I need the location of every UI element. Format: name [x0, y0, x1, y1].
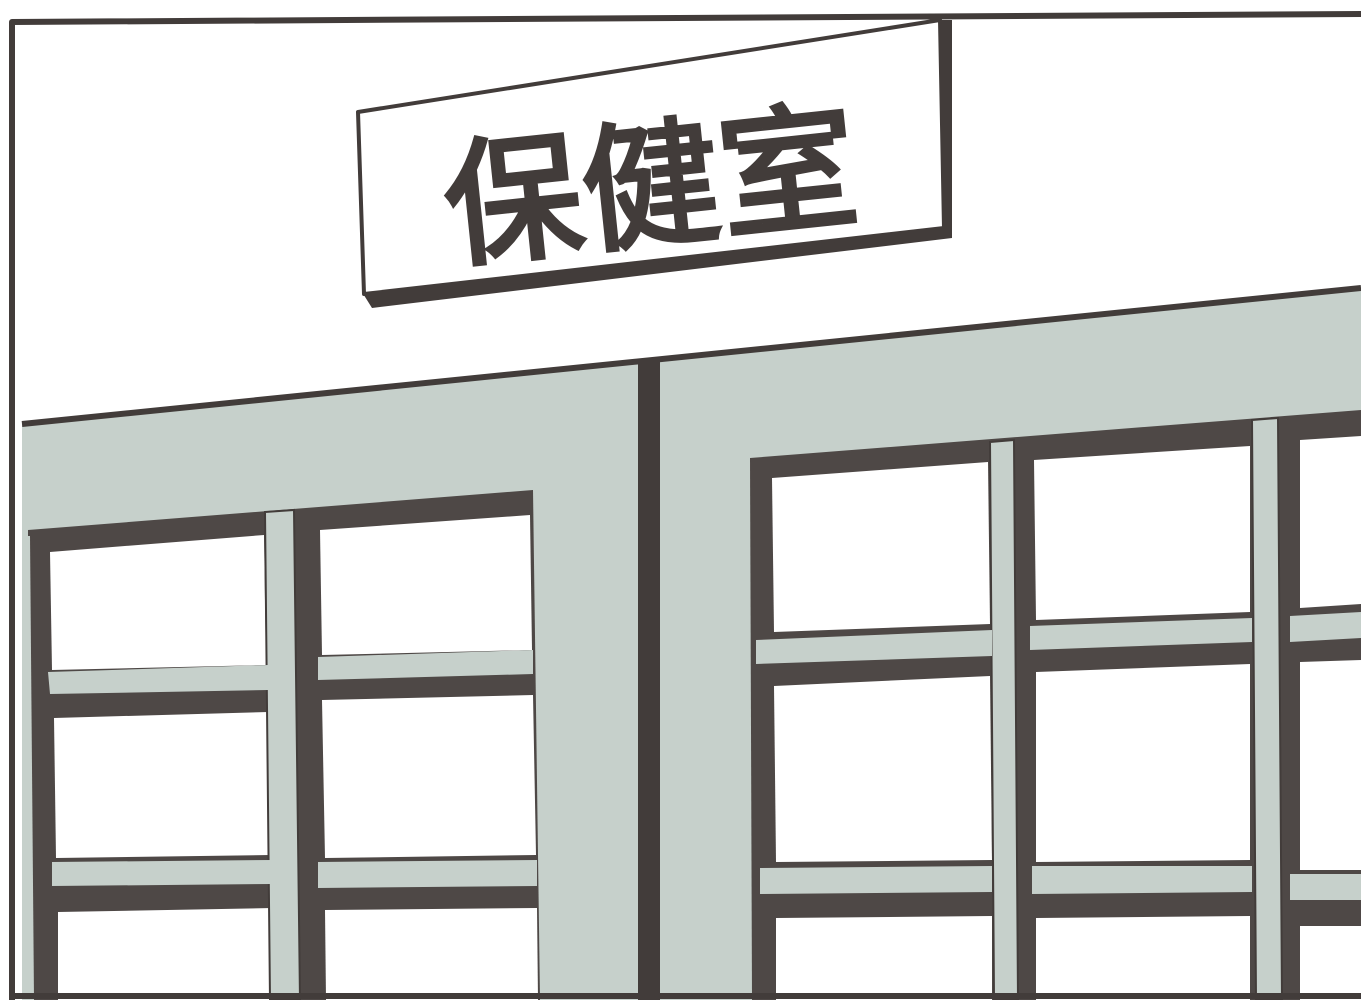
window-pane — [1300, 660, 1361, 870]
window-pane — [772, 462, 990, 632]
window-pane — [776, 916, 992, 1000]
window-pane — [1034, 446, 1250, 620]
window-pane — [54, 712, 270, 858]
window-right — [750, 410, 1361, 1000]
window-mullion — [263, 508, 302, 1000]
window-pane — [1036, 664, 1250, 862]
window-mullion — [1250, 416, 1284, 1000]
window-rail — [760, 866, 992, 894]
window-rail — [756, 630, 992, 664]
window-rail — [318, 650, 533, 680]
infirmary-sign: 保健室 — [356, 18, 952, 308]
window-pane — [58, 908, 273, 1000]
window-pane — [774, 676, 992, 862]
window-pane — [1036, 916, 1250, 1000]
window-rail — [48, 665, 268, 694]
window-rail — [52, 860, 272, 886]
window-pane — [50, 535, 266, 670]
window-rail — [1032, 866, 1252, 894]
panel-border — [9, 11, 1361, 1000]
sign-edge — [362, 226, 952, 308]
window-pane — [1300, 436, 1361, 608]
window-pane — [325, 908, 538, 1000]
sign-face — [356, 18, 946, 296]
window-pane — [320, 515, 532, 655]
window-mullion — [988, 438, 1020, 1000]
window-rail — [318, 860, 537, 888]
window-pane — [322, 695, 536, 858]
window-rail — [1030, 618, 1252, 650]
pillar-divider — [638, 362, 660, 1000]
window-left — [22, 490, 540, 1000]
window-edge — [22, 536, 34, 1000]
window-rail — [1290, 874, 1361, 900]
window-rail — [1290, 612, 1361, 642]
eave-line — [21, 285, 1361, 427]
window-pane — [1300, 926, 1361, 1000]
